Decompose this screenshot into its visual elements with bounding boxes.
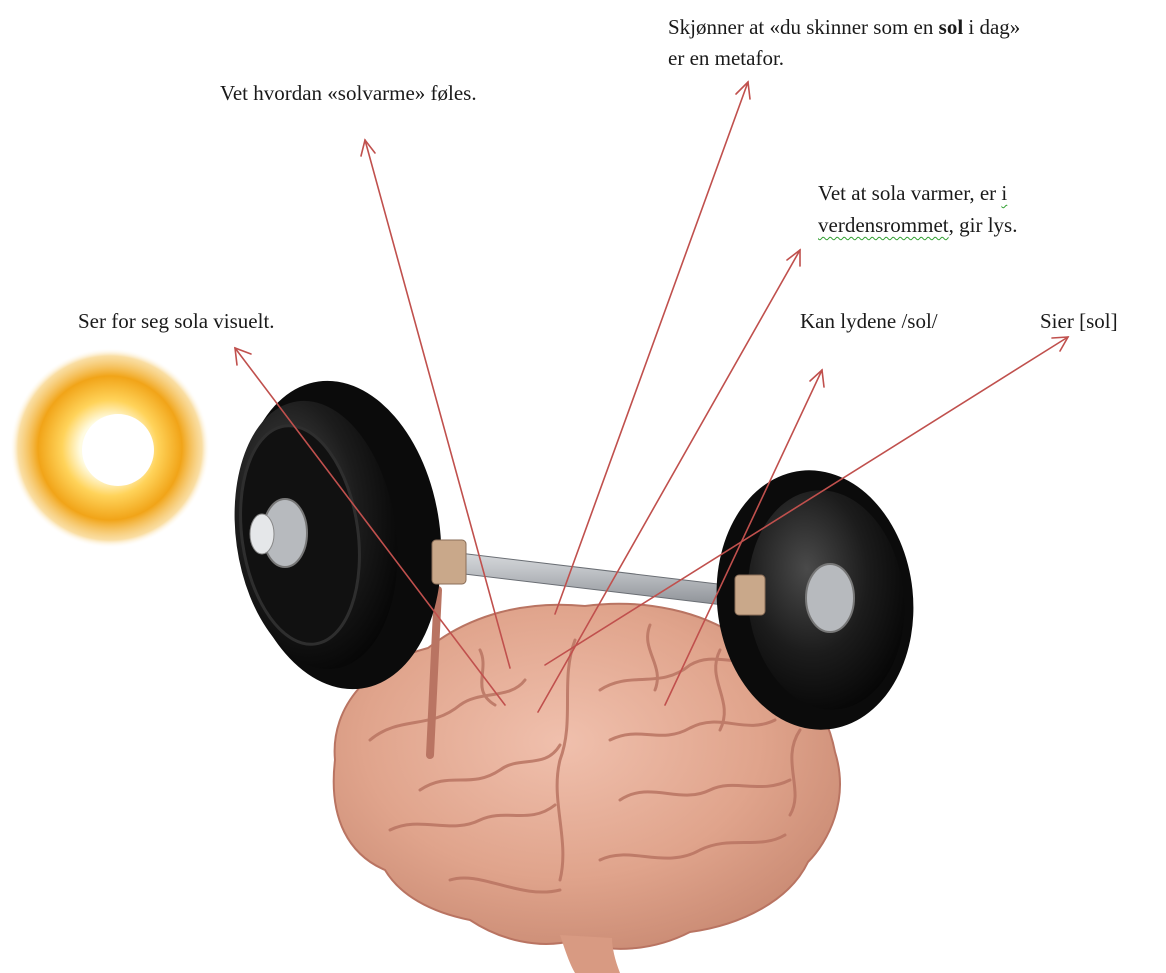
label-facts-line2: verdensrommet, gir lys. — [818, 210, 1017, 240]
label-metaphor-pre: Skjønner at «du skinner som en — [668, 15, 939, 39]
label-facts: Vet at sola varmer, er i — [818, 178, 1007, 208]
sun-icon — [10, 348, 210, 548]
label-warmth: Vet hvordan «solvarme» føles. — [220, 78, 477, 108]
label-metaphor-line2: er en metafor. — [668, 43, 784, 73]
label-visual: Ser for seg sola visuelt. — [78, 306, 275, 336]
label-says: Sier [sol] — [1040, 306, 1118, 336]
label-metaphor-post: i dag» — [963, 15, 1020, 39]
label-metaphor-bold: sol — [939, 15, 964, 39]
label-sounds: Kan lydene /sol/ — [800, 306, 938, 336]
label-facts-i: i — [1001, 181, 1007, 205]
label-metaphor: Skjønner at «du skinner som en sol i dag… — [668, 12, 1020, 42]
label-facts-space: verdensrommet — [818, 213, 949, 237]
arrow-to-metaphor — [555, 82, 750, 614]
label-facts-line1: Vet at sola varmer, er — [818, 181, 1001, 205]
label-facts-light: , gir lys. — [949, 213, 1018, 237]
